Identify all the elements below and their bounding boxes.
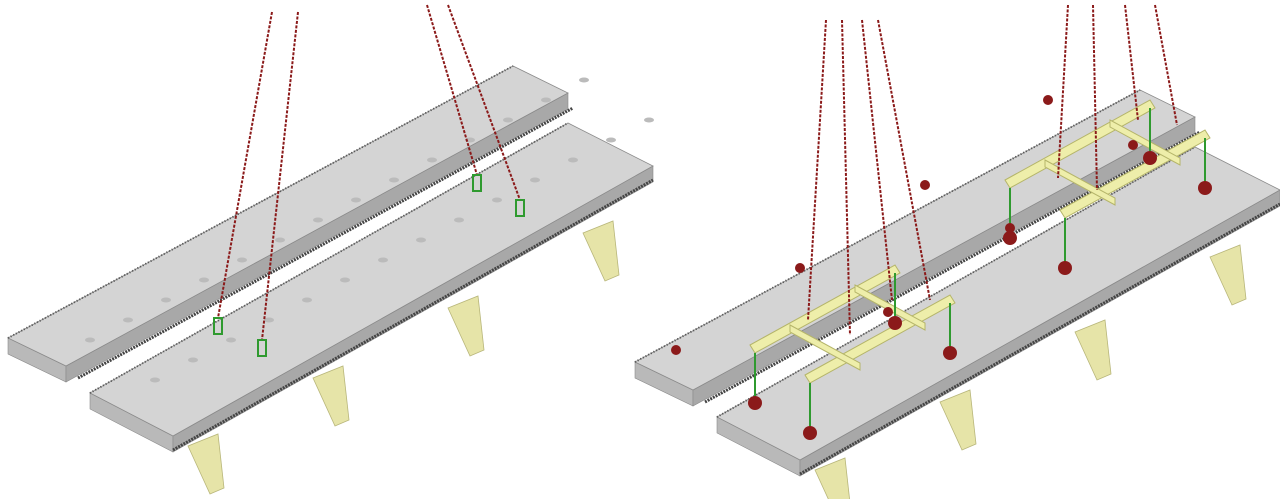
insert-hole <box>85 337 95 343</box>
insert-hole <box>161 297 171 303</box>
insert-hole <box>416 237 426 243</box>
insert-hole <box>606 137 616 143</box>
slab-top <box>716 146 1280 461</box>
spreader-beam <box>1004 99 1156 189</box>
lifting-cable <box>1057 4 1069 179</box>
insert-hole <box>351 197 361 203</box>
edge-clamp <box>671 345 681 355</box>
slab-clamp <box>888 316 902 330</box>
insert-hole <box>541 97 551 103</box>
lifting-hook-icon <box>213 317 223 335</box>
lifting-hook-icon <box>257 339 267 357</box>
slab-top <box>7 65 569 367</box>
edge-clamp <box>1043 95 1053 105</box>
slab-joint <box>77 106 574 380</box>
support-bracket <box>1209 244 1247 306</box>
slab-clamp <box>943 346 957 360</box>
support-bracket <box>939 389 977 451</box>
insert-hole <box>530 177 540 183</box>
lifting-hook-icon <box>515 199 525 217</box>
support-bracket <box>447 295 485 357</box>
insert-hole <box>568 157 578 163</box>
slab-clamp <box>803 426 817 440</box>
insert-hole <box>313 217 323 223</box>
support-bracket <box>582 220 620 282</box>
lifting-cable <box>217 11 273 319</box>
edge-clamp <box>1128 140 1138 150</box>
slab-clamp <box>748 396 762 410</box>
insert-hole <box>389 177 399 183</box>
lifting-cable <box>861 19 893 301</box>
edge-clamp <box>883 307 893 317</box>
cross-beam <box>789 324 861 371</box>
slab-joint-front <box>799 202 1280 476</box>
insert-hole <box>199 277 209 283</box>
insert-hole <box>123 317 133 323</box>
slab-clamp <box>1003 231 1017 245</box>
insert-hole <box>427 157 437 163</box>
support-bracket <box>312 365 350 427</box>
insert-hole <box>188 357 198 363</box>
edge-clamp <box>1005 223 1015 233</box>
slab-joint <box>704 130 1201 404</box>
insert-hole <box>237 257 247 263</box>
lifting-cable <box>841 19 851 336</box>
insert-hole <box>302 297 312 303</box>
right-panel-spreader-lift <box>634 4 1280 499</box>
insert-hole <box>340 277 350 283</box>
lifting-cable <box>807 19 827 321</box>
insert-hole <box>579 77 589 83</box>
lifting-cable <box>261 11 299 341</box>
insert-hole <box>454 217 464 223</box>
cross-beam <box>1044 159 1116 206</box>
lifting-cable <box>1124 4 1139 121</box>
insert-hole <box>503 117 513 123</box>
support-bracket <box>187 433 225 495</box>
lifting-cable <box>1092 4 1098 191</box>
slab-clamp <box>1058 261 1072 275</box>
lifting-cable <box>426 4 478 176</box>
insert-hole <box>378 257 388 263</box>
lifting-cable <box>447 4 521 201</box>
edge-clamp <box>795 263 805 273</box>
slab-clamp <box>1143 151 1157 165</box>
slab-shear-studs <box>634 89 1141 363</box>
edge-clamp <box>920 180 930 190</box>
insert-hole <box>275 237 285 243</box>
left-panel-slab-lift <box>7 4 654 495</box>
slab-joint-front <box>172 178 654 452</box>
insert-hole <box>492 197 502 203</box>
slab-top <box>89 122 654 437</box>
insert-hole <box>226 337 236 343</box>
support-bracket <box>1074 319 1112 381</box>
lifting-cable <box>1154 4 1178 126</box>
insert-hole <box>644 117 654 123</box>
insert-hole <box>264 317 274 323</box>
slab-shear-studs <box>7 65 514 339</box>
lifting-hook-icon <box>472 174 482 192</box>
lifting-cable <box>877 19 931 301</box>
support-bracket <box>814 457 850 499</box>
slab-clamp <box>1198 181 1212 195</box>
cross-beam <box>1109 119 1181 166</box>
spreader-beam <box>749 264 901 354</box>
insert-hole <box>150 377 160 383</box>
